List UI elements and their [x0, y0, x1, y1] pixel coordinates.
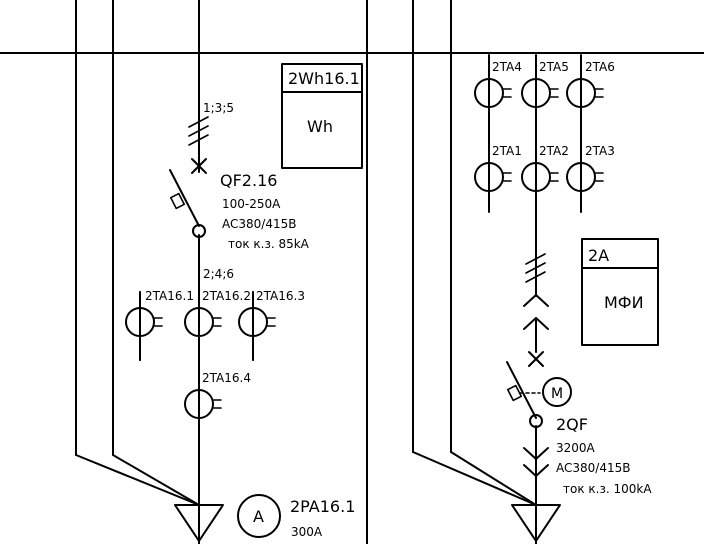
breaker-voltage: AC380/415B	[222, 217, 296, 231]
svg-text:A: A	[253, 507, 264, 526]
right-feeder: 2TA4 2TA5 2TA6 2TA1 2TA2 2TA3	[412, 54, 659, 544]
withdrawable-contact-icon	[523, 447, 549, 460]
breaker-symbol-icon	[506, 351, 544, 428]
ct-label: 2TA2	[539, 144, 569, 158]
breaker-symbol-icon	[169, 158, 207, 238]
energy-meter-box: 2Wh16.1 Wh	[281, 63, 363, 169]
left-feeder: 2Wh16.1 Wh 1;3;5 QF2.16 100-250A AC380/4…	[75, 0, 363, 544]
current-transformer-icon	[184, 291, 222, 361]
phase-label-top: 1;3;5	[203, 101, 234, 115]
current-transformer-icon	[521, 158, 559, 196]
delta-triangle-icon	[511, 504, 561, 542]
ammeter-icon: A	[237, 494, 281, 538]
meter-label: МФИ	[604, 293, 644, 312]
breaker-current: 3200A	[556, 441, 596, 455]
breaker-designation: 2QF	[556, 415, 588, 434]
breaker-short-circuit: ток к.з. 85kA	[228, 237, 310, 251]
three-phase-marks-icon	[525, 253, 546, 283]
motor-drive-icon: M	[542, 377, 572, 407]
multifunction-meter-box: 2A МФИ	[581, 238, 659, 346]
current-transformer-icon	[238, 291, 276, 361]
meter-designation: 2Wh16.1	[288, 69, 360, 88]
current-transformer-icon	[566, 158, 604, 196]
ct-label: 2TA16.1	[145, 289, 194, 303]
ct-label: 2TA1	[492, 144, 522, 158]
three-phase-marks-icon	[188, 116, 209, 146]
ct-label: 2TA16.4	[202, 371, 251, 385]
converging-line	[450, 451, 537, 506]
current-transformer-icon	[184, 387, 222, 421]
ct-label: 2TA5	[539, 60, 569, 74]
withdrawable-contact-icon	[523, 317, 549, 330]
ct-label: 2TA4	[492, 60, 522, 74]
current-transformer-icon	[566, 74, 604, 112]
current-transformer-icon	[125, 291, 163, 361]
converging-line	[75, 454, 200, 506]
breaker-current: 100-250A	[222, 197, 281, 211]
meter-designation: 2A	[588, 246, 609, 265]
current-transformer-icon	[474, 74, 512, 112]
withdrawable-contact-icon	[523, 464, 549, 477]
breaker-designation: QF2.16	[220, 171, 277, 190]
meter-symbol: Wh	[307, 117, 333, 136]
breaker-short-circuit: ток к.з. 100kA	[563, 482, 652, 496]
ammeter-rating: 300A	[291, 525, 323, 539]
ct-label: 2TA6	[585, 60, 615, 74]
delta-triangle-icon	[174, 504, 224, 542]
converging-line	[112, 454, 200, 506]
phase-label-bottom: 2;4;6	[203, 267, 234, 281]
breaker-voltage: AC380/415B	[556, 461, 630, 475]
converging-line	[412, 451, 537, 506]
withdrawable-contact-icon	[523, 294, 549, 307]
ammeter-designation: 2PA16.1	[290, 497, 355, 516]
svg-text:M: M	[551, 386, 563, 402]
current-transformer-icon	[521, 74, 559, 112]
current-transformer-icon	[474, 158, 512, 196]
ct-label: 2TA16.3	[256, 289, 305, 303]
ct-label: 2TA16.2	[202, 289, 251, 303]
ct-label: 2TA3	[585, 144, 615, 158]
